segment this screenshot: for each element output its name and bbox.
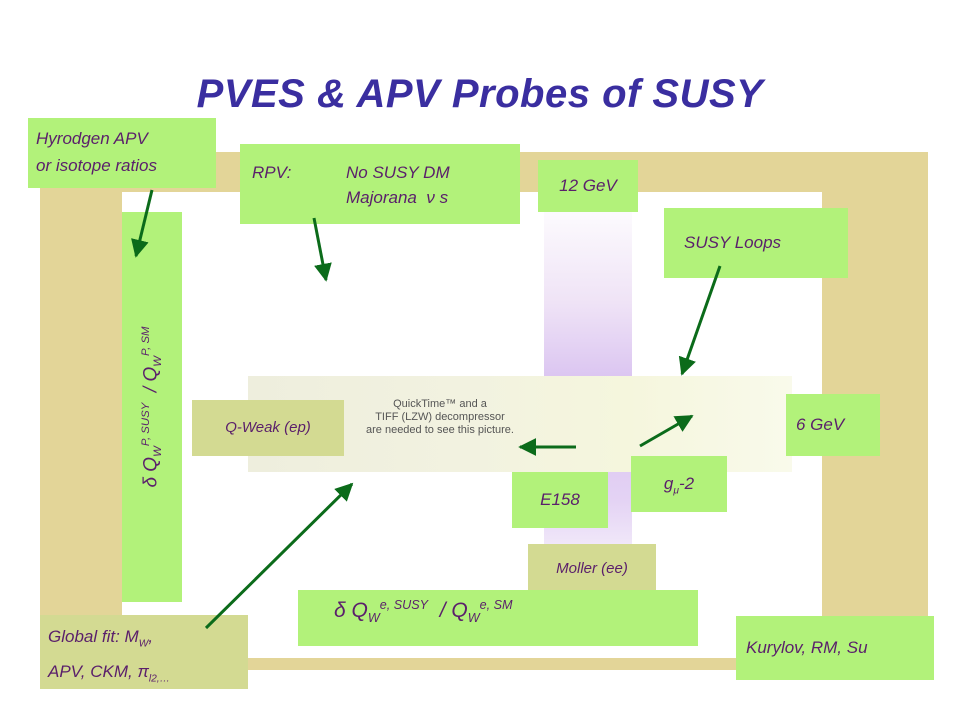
electron-ratio-label: δ QWe, SUSY / QWe, SM <box>334 598 513 625</box>
rpv-box: RPV: No SUSY DM Majorana ν s <box>240 144 520 224</box>
delta-symbol: δ <box>334 599 346 622</box>
placeholder-line-1: QuickTime™ and a <box>393 398 487 410</box>
susy-superscript: P, SUSY <box>139 402 152 447</box>
global-fit-text: Global fit: M <box>48 627 139 646</box>
qweak-box: Q-Weak (ep) <box>192 400 344 456</box>
delta-symbol: δ <box>140 476 162 488</box>
placeholder-image-text: QuickTime™ and a TIFF (LZW) decompressor… <box>352 398 528 437</box>
w-subscript: W <box>367 611 380 626</box>
w-subscript: W <box>152 446 165 457</box>
gmu2-box: gμ-2 <box>631 456 727 512</box>
rpv-line2: Majorana ν s <box>346 185 450 210</box>
gev12-box: 12 GeV <box>538 160 638 212</box>
sm-superscript: e, SM <box>479 598 513 612</box>
ratio-slash: / Q <box>439 599 468 622</box>
moller-box: Moller (ee) <box>528 544 656 594</box>
susy-loops-box: SUSY Loops <box>664 208 848 278</box>
rpv-majorana: Majorana <box>346 188 417 207</box>
minus-two: -2 <box>678 474 695 493</box>
rpv-s: s <box>439 188 449 207</box>
ratio-slash: / Q <box>140 366 162 393</box>
electron-ratio-box <box>298 590 698 646</box>
proton-ratio-box <box>122 212 182 602</box>
g-symbol: g <box>663 474 674 493</box>
rpv-label: RPV: <box>252 163 292 182</box>
pi-symbol: π <box>137 662 149 682</box>
mu-subscript: μ <box>673 485 679 497</box>
sm-superscript: P, SM <box>139 326 152 356</box>
w-subscript: W <box>138 638 149 650</box>
susy-superscript: e, SUSY <box>379 598 429 612</box>
gev6-box: 6 GeV <box>786 394 880 456</box>
global-fit-box: Global fit: MW, APV, CKM, πl2,… <box>40 615 248 689</box>
placeholder-line-3: are needed to see this picture. <box>366 424 514 436</box>
hydrogen-apv-box: Hyrodgen APV or isotope ratios <box>28 118 216 188</box>
hydrogen-apv-line2: or isotope ratios <box>36 156 157 175</box>
apv-ckm-text: APV, CKM, <box>48 662 133 682</box>
global-fit-line2: APV, CKM, πl2,… <box>48 658 248 693</box>
kurylov-box: Kurylov, RM, Su <box>736 616 934 680</box>
w-subscript-2: W <box>152 356 165 367</box>
q-symbol: Q <box>140 456 162 472</box>
l2-subscript: l2,… <box>148 673 170 685</box>
hydrogen-apv-line1: Hyrodgen APV <box>36 129 148 148</box>
q-symbol: Q <box>351 599 368 622</box>
page-title: PVES & APV Probes of SUSY <box>196 72 764 116</box>
comma: , <box>148 627 154 646</box>
w-subscript-2: W <box>467 611 480 626</box>
rpv-line1: No SUSY DM <box>346 163 450 182</box>
global-fit-line1: Global fit: MW, <box>48 623 248 658</box>
nu-symbol: ν <box>426 188 435 207</box>
placeholder-line-2: TIFF (LZW) decompressor <box>375 411 505 423</box>
e158-box: E158 <box>512 472 608 528</box>
